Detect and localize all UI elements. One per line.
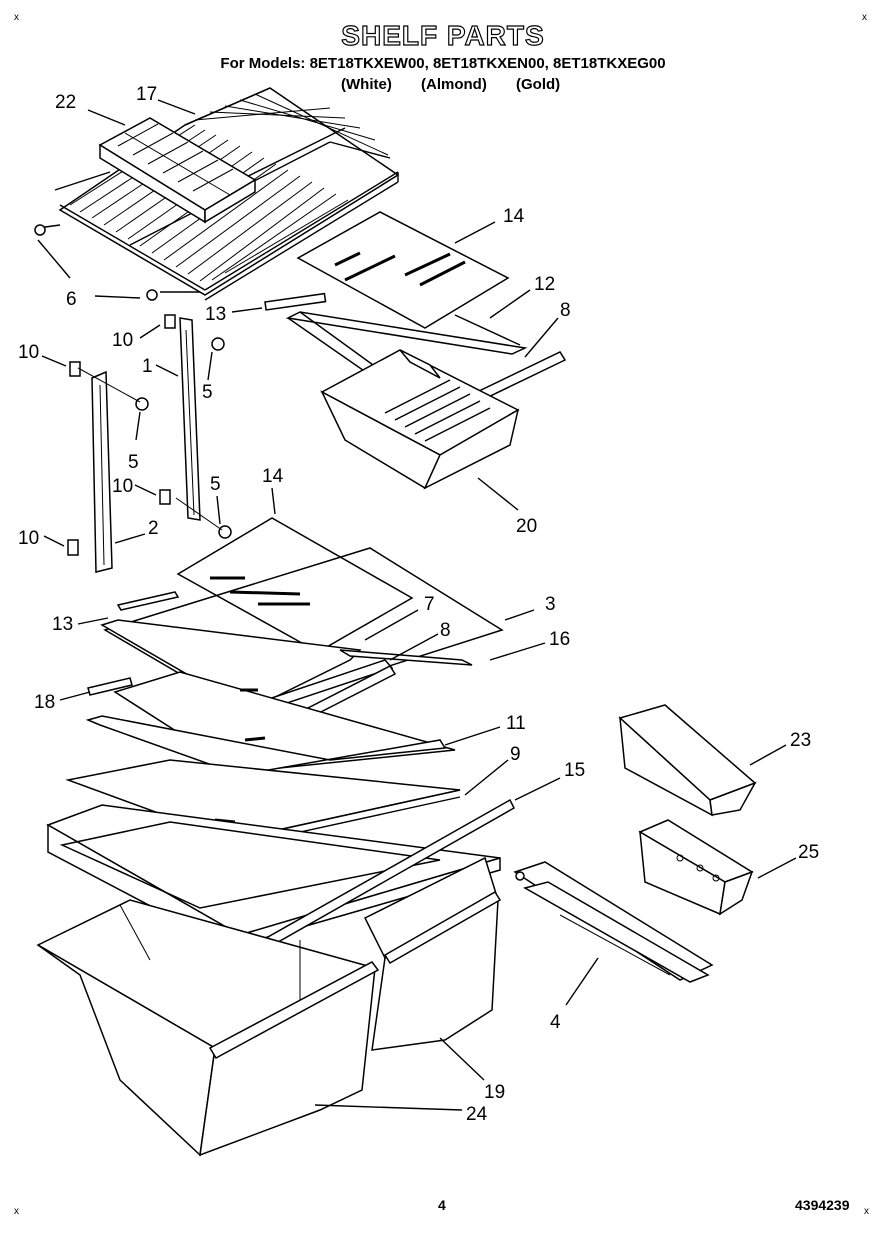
callout-10-top-left: 10 — [18, 342, 39, 363]
callout-4: 4 — [550, 1012, 561, 1033]
callout-19: 19 — [484, 1082, 505, 1103]
crisper-assembly — [36, 798, 714, 1157]
corner-mark-top-left: x — [14, 12, 19, 23]
callout-13-upper: 13 — [205, 304, 226, 325]
upper-shelf-assembly — [264, 211, 567, 490]
callout-13-middle: 13 — [52, 614, 73, 635]
models-line: For Models: 8ET18TKXEW00, 8ET18TKXEN00, … — [220, 55, 666, 72]
color-white-label: (White) — [341, 76, 392, 93]
corner-mark-bottom-left: x — [14, 1206, 19, 1217]
ice-cube-tray — [98, 117, 257, 224]
callout-14-upper: 14 — [503, 206, 525, 227]
corner-mark-bottom-right: x — [864, 1206, 869, 1217]
callout-20: 20 — [516, 516, 537, 537]
callout-18: 18 — [34, 692, 55, 713]
callout-3: 3 — [545, 594, 556, 615]
callout-1: 1 — [142, 356, 153, 377]
callout-17: 17 — [136, 84, 157, 105]
leader-lines — [37, 99, 797, 1111]
callout-8-middle: 8 — [440, 620, 451, 641]
callout-7: 7 — [424, 594, 435, 615]
callout-2: 2 — [148, 518, 159, 539]
callout-9: 9 — [510, 744, 521, 765]
page-title: SHELF PARTS — [341, 19, 545, 51]
corner-mark-top-right: x — [862, 12, 867, 23]
callout-22: 22 — [55, 92, 76, 113]
callout-5-left: 5 — [128, 452, 139, 473]
middle-shelf-assembly — [65, 517, 504, 848]
callout-10-middle: 10 — [112, 476, 133, 497]
page-number: 4 — [438, 1197, 446, 1213]
callout-10-bottom-left: 10 — [18, 528, 39, 549]
callout-10-top-right: 10 — [112, 330, 133, 351]
color-gold-label: (Gold) — [516, 76, 561, 93]
callout-15: 15 — [564, 760, 585, 781]
shelf-ladders — [67, 314, 232, 573]
callout-23: 23 — [790, 730, 811, 751]
callout-5-lower-right: 5 — [210, 474, 221, 495]
color-almond-label: (Almond) — [421, 76, 487, 93]
callout-numbers: 22 17 14 12 8 6 13 10 10 1 5 5 5 10 10 2… — [18, 84, 819, 1125]
callout-25: 25 — [798, 842, 819, 863]
callout-6: 6 — [66, 289, 77, 310]
callout-24: 24 — [466, 1104, 488, 1125]
callout-11: 11 — [506, 713, 526, 734]
callout-14-middle: 14 — [262, 466, 284, 487]
callout-5-upper-right: 5 — [202, 382, 213, 403]
document-number: 4394239 — [795, 1197, 850, 1213]
door-bins — [618, 704, 757, 916]
callout-8-upper: 8 — [560, 300, 571, 321]
callout-12: 12 — [534, 274, 555, 295]
callout-16: 16 — [549, 629, 570, 650]
